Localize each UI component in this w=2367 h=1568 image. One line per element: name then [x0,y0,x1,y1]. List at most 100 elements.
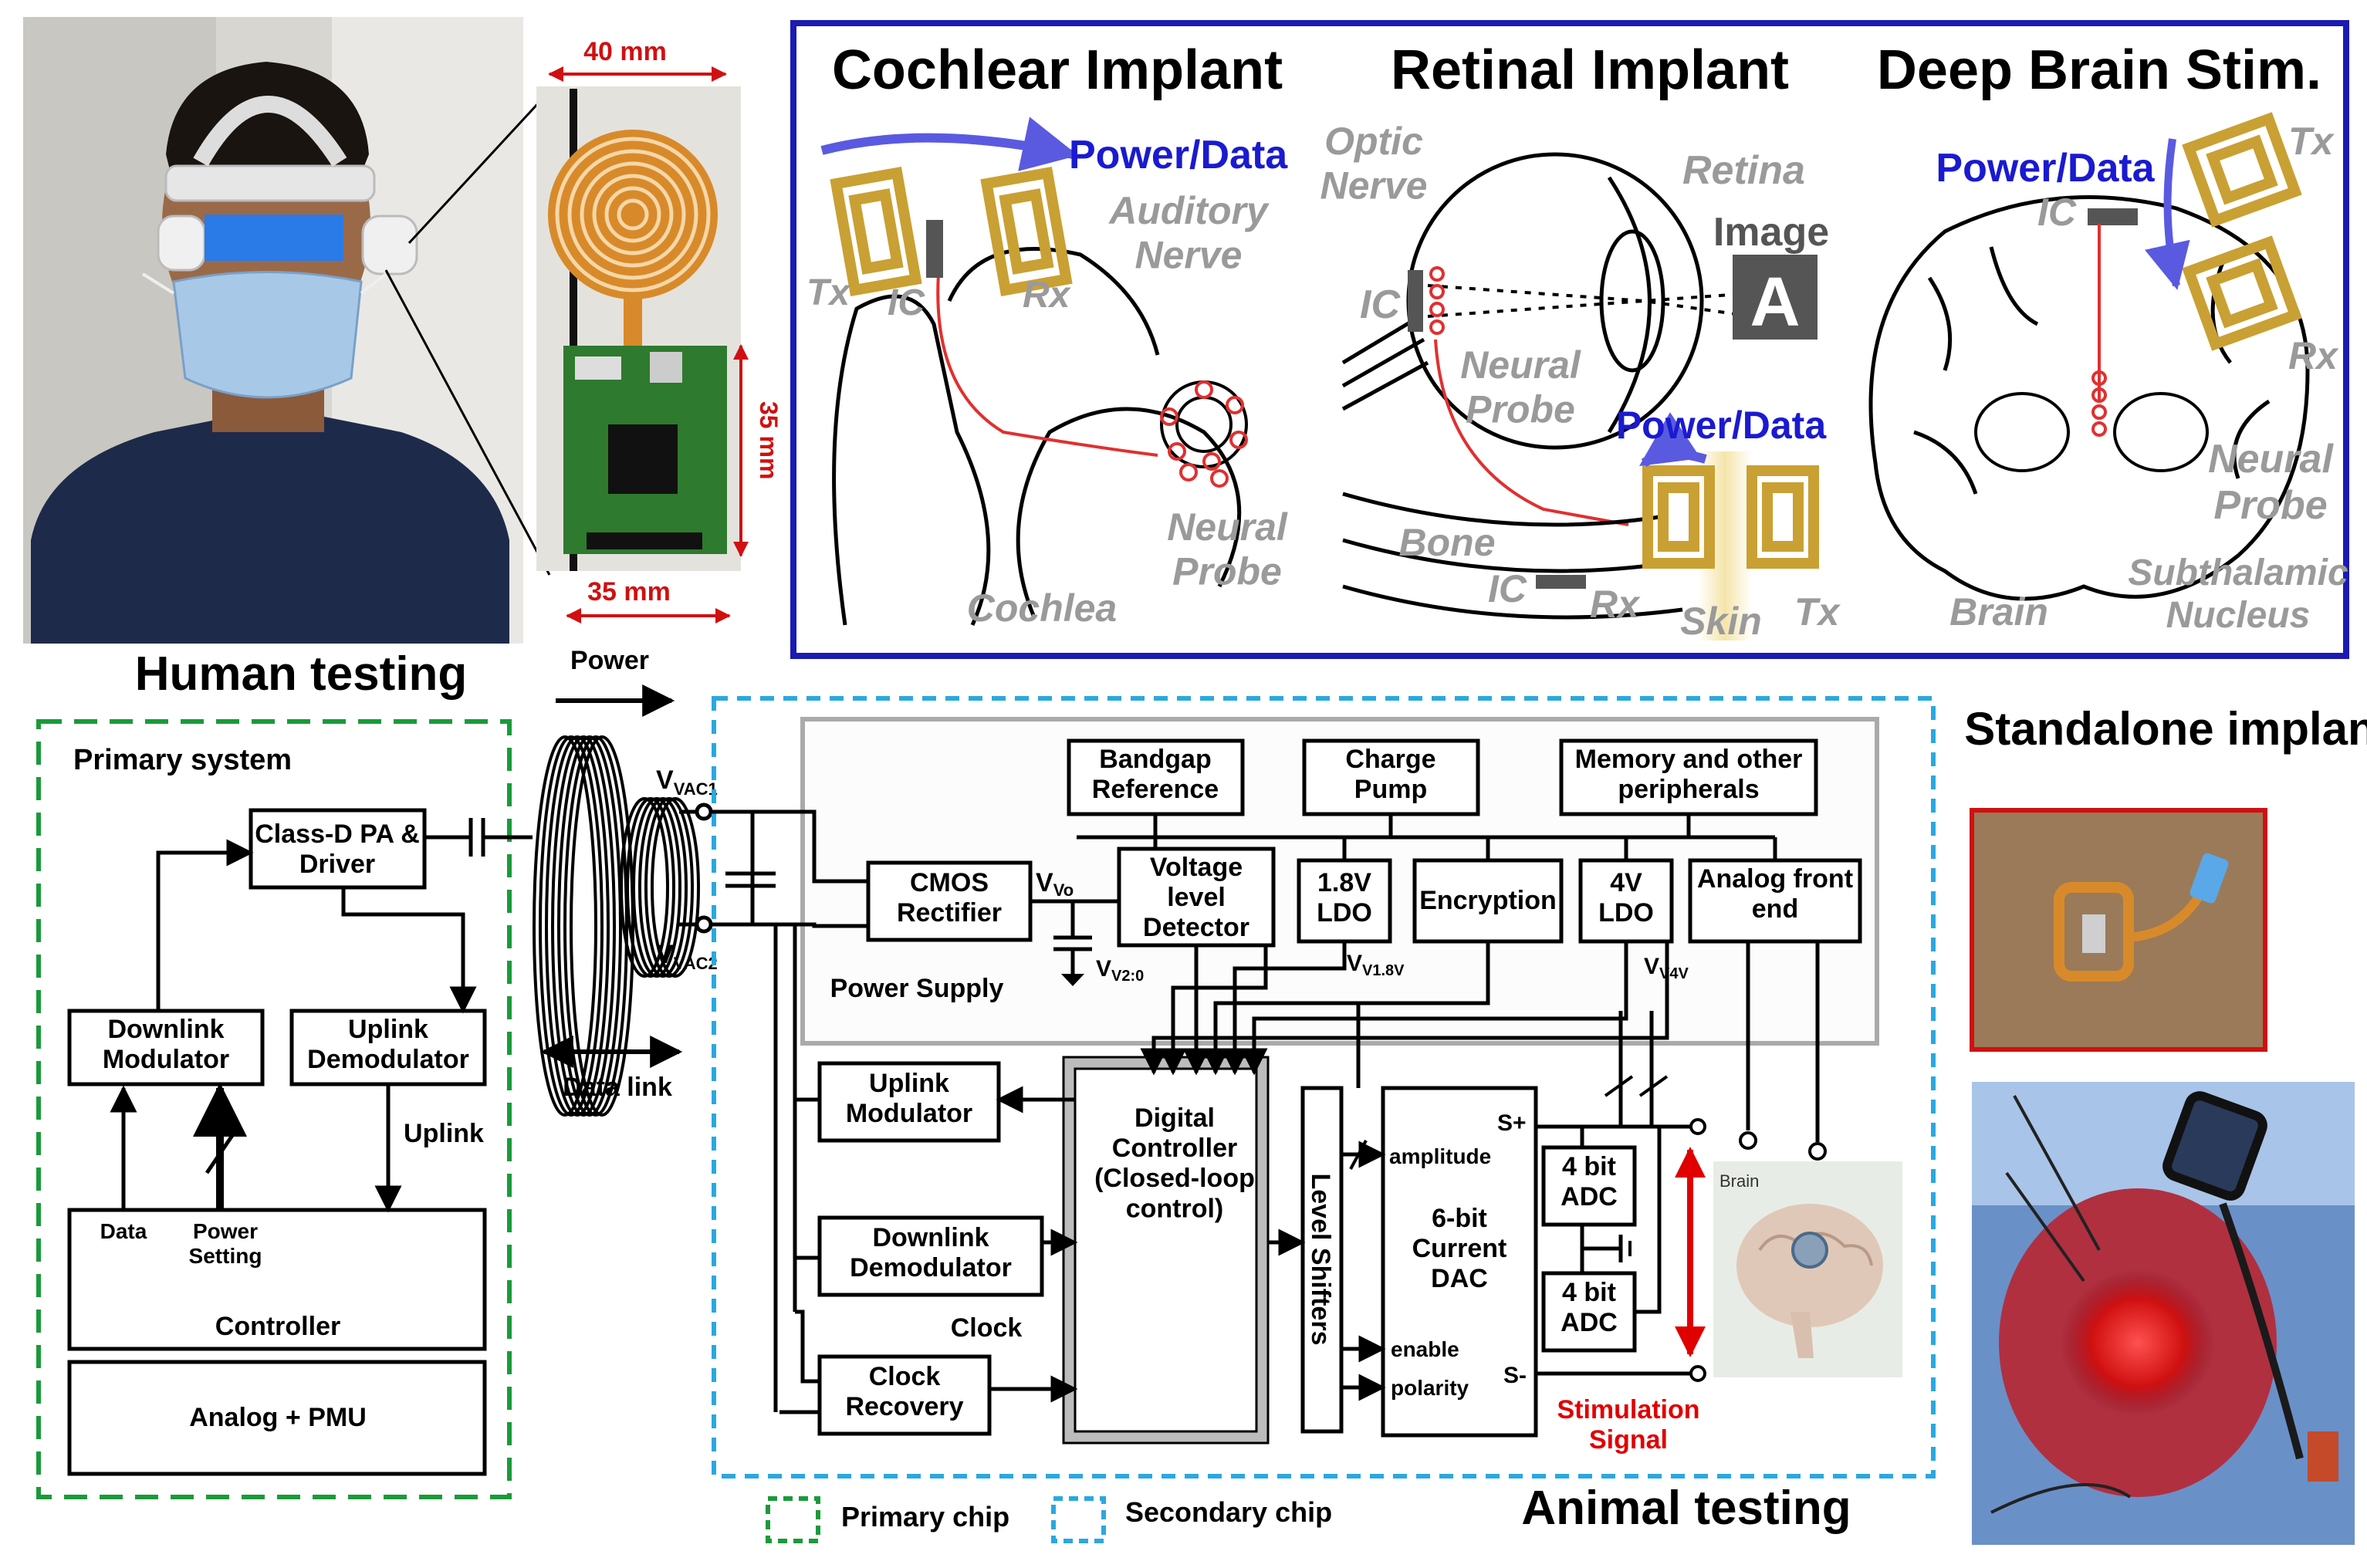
svg-text:Uplink: Uplink [404,1119,484,1148]
zoom-line [384,269,551,576]
svg-text:Controller: Controller [215,1312,340,1341]
svg-text:Data: Data [100,1219,147,1243]
svg-text:VVAC1: VVAC1 [656,765,718,799]
animal-surgery-photo [1972,1082,2355,1545]
svg-text:Tx: Tx [2288,120,2335,163]
primary-wiring [110,818,533,1213]
dimension-35mm-width: 35 mm [566,577,731,623]
svg-text:S+: S+ [1497,1110,1527,1136]
data-link-arrow: Data link [540,1036,683,1102]
coil-board-photo: 40 mm 35 mm 35 mm [536,37,783,623]
svg-text:Retina: Retina [1682,148,1805,193]
standalone-implant-label: Standalone implant [1964,703,2367,755]
svg-text:Level Shifters: Level Shifters [1306,1174,1335,1346]
human-testing-photo: Human testing [23,17,523,701]
svg-text:Encryption: Encryption [1419,886,1557,915]
controller-block: Controller [67,1208,487,1351]
svg-text:polarity: polarity [1391,1376,1469,1400]
brain-thumbnail: Brain [1713,1161,1902,1377]
svg-text:enable: enable [1391,1337,1459,1361]
standalone-implant-photo [1970,808,2267,1052]
retinal-title: Retinal Implant [1391,39,1789,101]
svg-text:Rx: Rx [1590,583,1641,626]
svg-text:Data link: Data link [563,1073,672,1102]
svg-text:Tx: Tx [806,272,851,313]
svg-text:Primary chip: Primary chip [841,1501,1009,1533]
svg-text:IC: IC [2037,191,2077,234]
svg-text:A: A [1750,264,1801,341]
cochlear-title: Cochlear Implant [832,39,1283,101]
svg-text:Tx: Tx [1794,590,1841,634]
svg-text:Power/Data: Power/Data [1069,133,1288,177]
svg-text:IC: IC [1488,567,1527,610]
svg-text:Skin: Skin [1680,600,1762,643]
svg-text:Image: Image [1713,210,1829,255]
animal-testing-label: Animal testing [1521,1482,1851,1535]
level-shifters-block: Level Shifters [1300,1086,1344,1434]
primary-chip-swatch [766,1496,820,1543]
svg-text:Cochlea: Cochlea [967,586,1118,630]
svg-text:Secondary chip: Secondary chip [1125,1496,1332,1528]
svg-text:Bone: Bone [1399,521,1496,564]
analog-pmu-block: Analog + PMU [67,1360,487,1476]
dbs-title: Deep Brain Stim. [1877,39,2321,101]
svg-text:IC: IC [888,282,925,323]
power-supply-label: Power Supply [830,974,1004,1003]
svg-text:amplitude: amplitude [1389,1144,1491,1168]
svg-text:Brain: Brain [1949,590,2048,634]
svg-text:Analog + PMU: Analog + PMU [189,1403,367,1432]
svg-text:Rx: Rx [1023,275,1072,316]
dimension-40mm: 40 mm [548,37,727,82]
secondary-coil [620,797,700,978]
secondary-chip-box [712,696,1936,1478]
svg-text:35 mm: 35 mm [755,401,783,479]
encryption-block: Encryption [1412,858,1564,944]
zoom-line [407,90,551,245]
primary-system-box [36,719,512,1499]
class-d-pa-block: Class-D PA &Driver [249,808,427,890]
primary-system-title: Primary system [73,744,292,776]
dimension-35mm-height: 35 mm [733,344,783,557]
primary-coil [533,735,634,1117]
svg-text:S-: S- [1503,1363,1527,1388]
secondary-chip-swatch [1051,1496,1106,1543]
svg-text:Power/Data: Power/Data [1616,404,1828,447]
applications-panel [790,20,2349,659]
